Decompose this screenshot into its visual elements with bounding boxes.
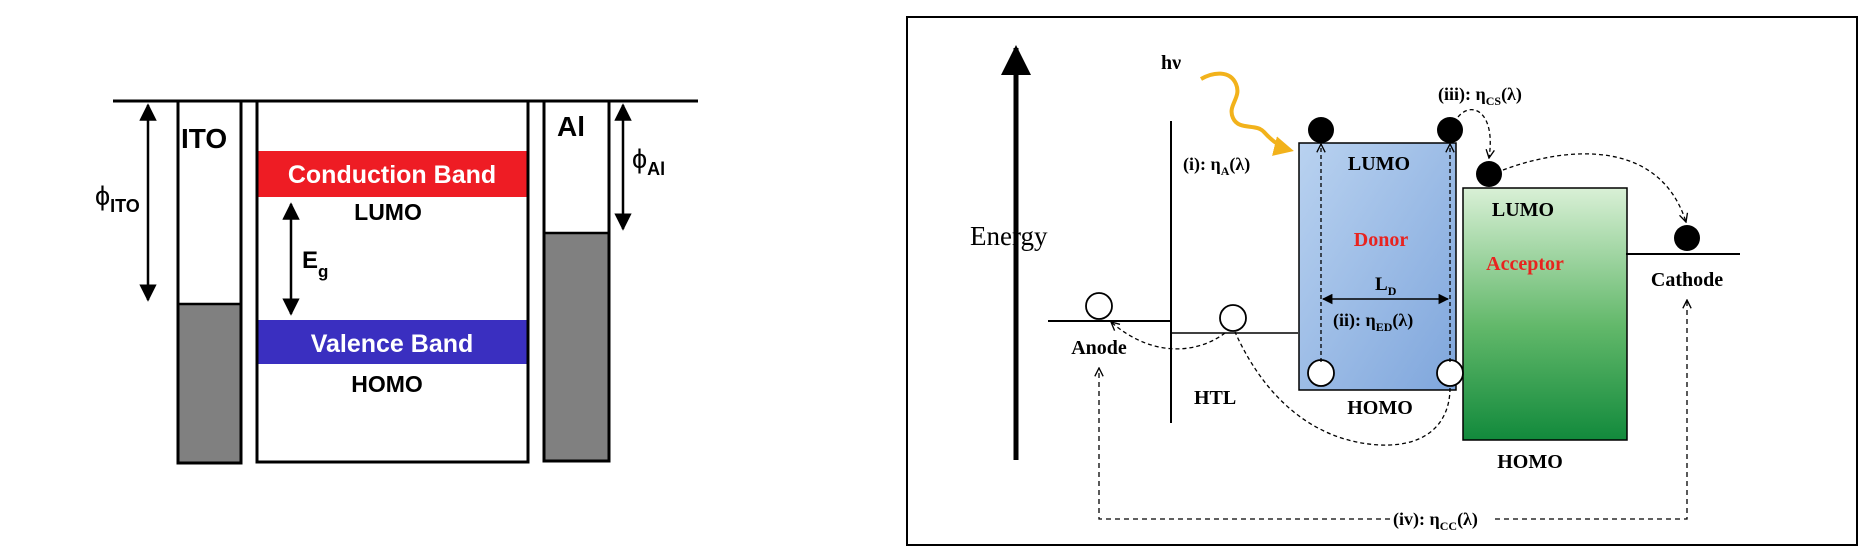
interface-lumo-electron <box>1437 117 1463 143</box>
solar-cell-diagram: Energy Anode HTL LUMO Donor HOMO LUMO Ac… <box>906 16 1858 546</box>
cathode-electron <box>1674 225 1700 251</box>
conduction-band <box>258 151 527 197</box>
lumo-label-left: LUMO <box>354 199 422 225</box>
electron-transport-arrow <box>1502 153 1686 222</box>
htl-label: HTL <box>1194 387 1236 409</box>
acceptor-lumo-label: LUMO <box>1492 199 1554 221</box>
donor-lumo-electron <box>1308 117 1334 143</box>
al-electrode-fill <box>545 233 608 460</box>
energy-axis-label: Energy <box>970 221 1048 251</box>
donor-lumo-label: LUMO <box>1348 153 1410 175</box>
acceptor-lumo-electron <box>1476 161 1502 187</box>
hole-to-anode-arrow <box>1111 322 1226 350</box>
acceptor-block <box>1462 187 1628 441</box>
step-i-label: (i): ηA(λ) <box>1183 154 1250 178</box>
external-circuit-right <box>1495 300 1687 520</box>
hole-transport-arrow <box>1234 331 1451 446</box>
al-label: Al <box>557 111 585 142</box>
step-iv-label: (iv): ηCC(λ) <box>1393 509 1478 533</box>
acceptor-label: Acceptor <box>1486 253 1564 275</box>
donor-homo-hole <box>1307 359 1335 387</box>
ito-label: ITO <box>181 123 227 154</box>
htl-hole <box>1219 304 1247 332</box>
acceptor-homo-label: HOMO <box>1497 451 1563 473</box>
valence-band-label: Valence Band <box>311 330 474 358</box>
anode-label: Anode <box>1071 337 1127 359</box>
donor-label: Donor <box>1354 229 1409 251</box>
anode-hole <box>1085 292 1113 320</box>
ito-electrode-fill <box>179 304 240 462</box>
external-circuit-left <box>1099 368 1390 520</box>
photon-label: hν <box>1161 52 1181 74</box>
band-diagram: ITO Conduction Band LUMO Valence Band HO… <box>95 99 698 465</box>
donor-block <box>1298 142 1457 391</box>
phi-al-label: ϕAl <box>632 144 665 179</box>
step-iii-label: (iii): ηCS(λ) <box>1438 84 1522 108</box>
diffusion-length-label: LD <box>1375 274 1397 298</box>
interface-homo-hole <box>1436 359 1464 387</box>
homo-label-left: HOMO <box>351 371 423 397</box>
valence-band <box>258 320 527 364</box>
band-gap-label: Eg <box>302 247 328 281</box>
step-ii-label: (ii): ηED(λ) <box>1333 310 1413 334</box>
conduction-band-label: Conduction Band <box>288 161 496 189</box>
cathode-label: Cathode <box>1651 269 1723 291</box>
donor-homo-label: HOMO <box>1347 397 1413 419</box>
phi-ito-label: ϕITO <box>95 181 140 216</box>
photon-wave <box>1199 71 1294 156</box>
